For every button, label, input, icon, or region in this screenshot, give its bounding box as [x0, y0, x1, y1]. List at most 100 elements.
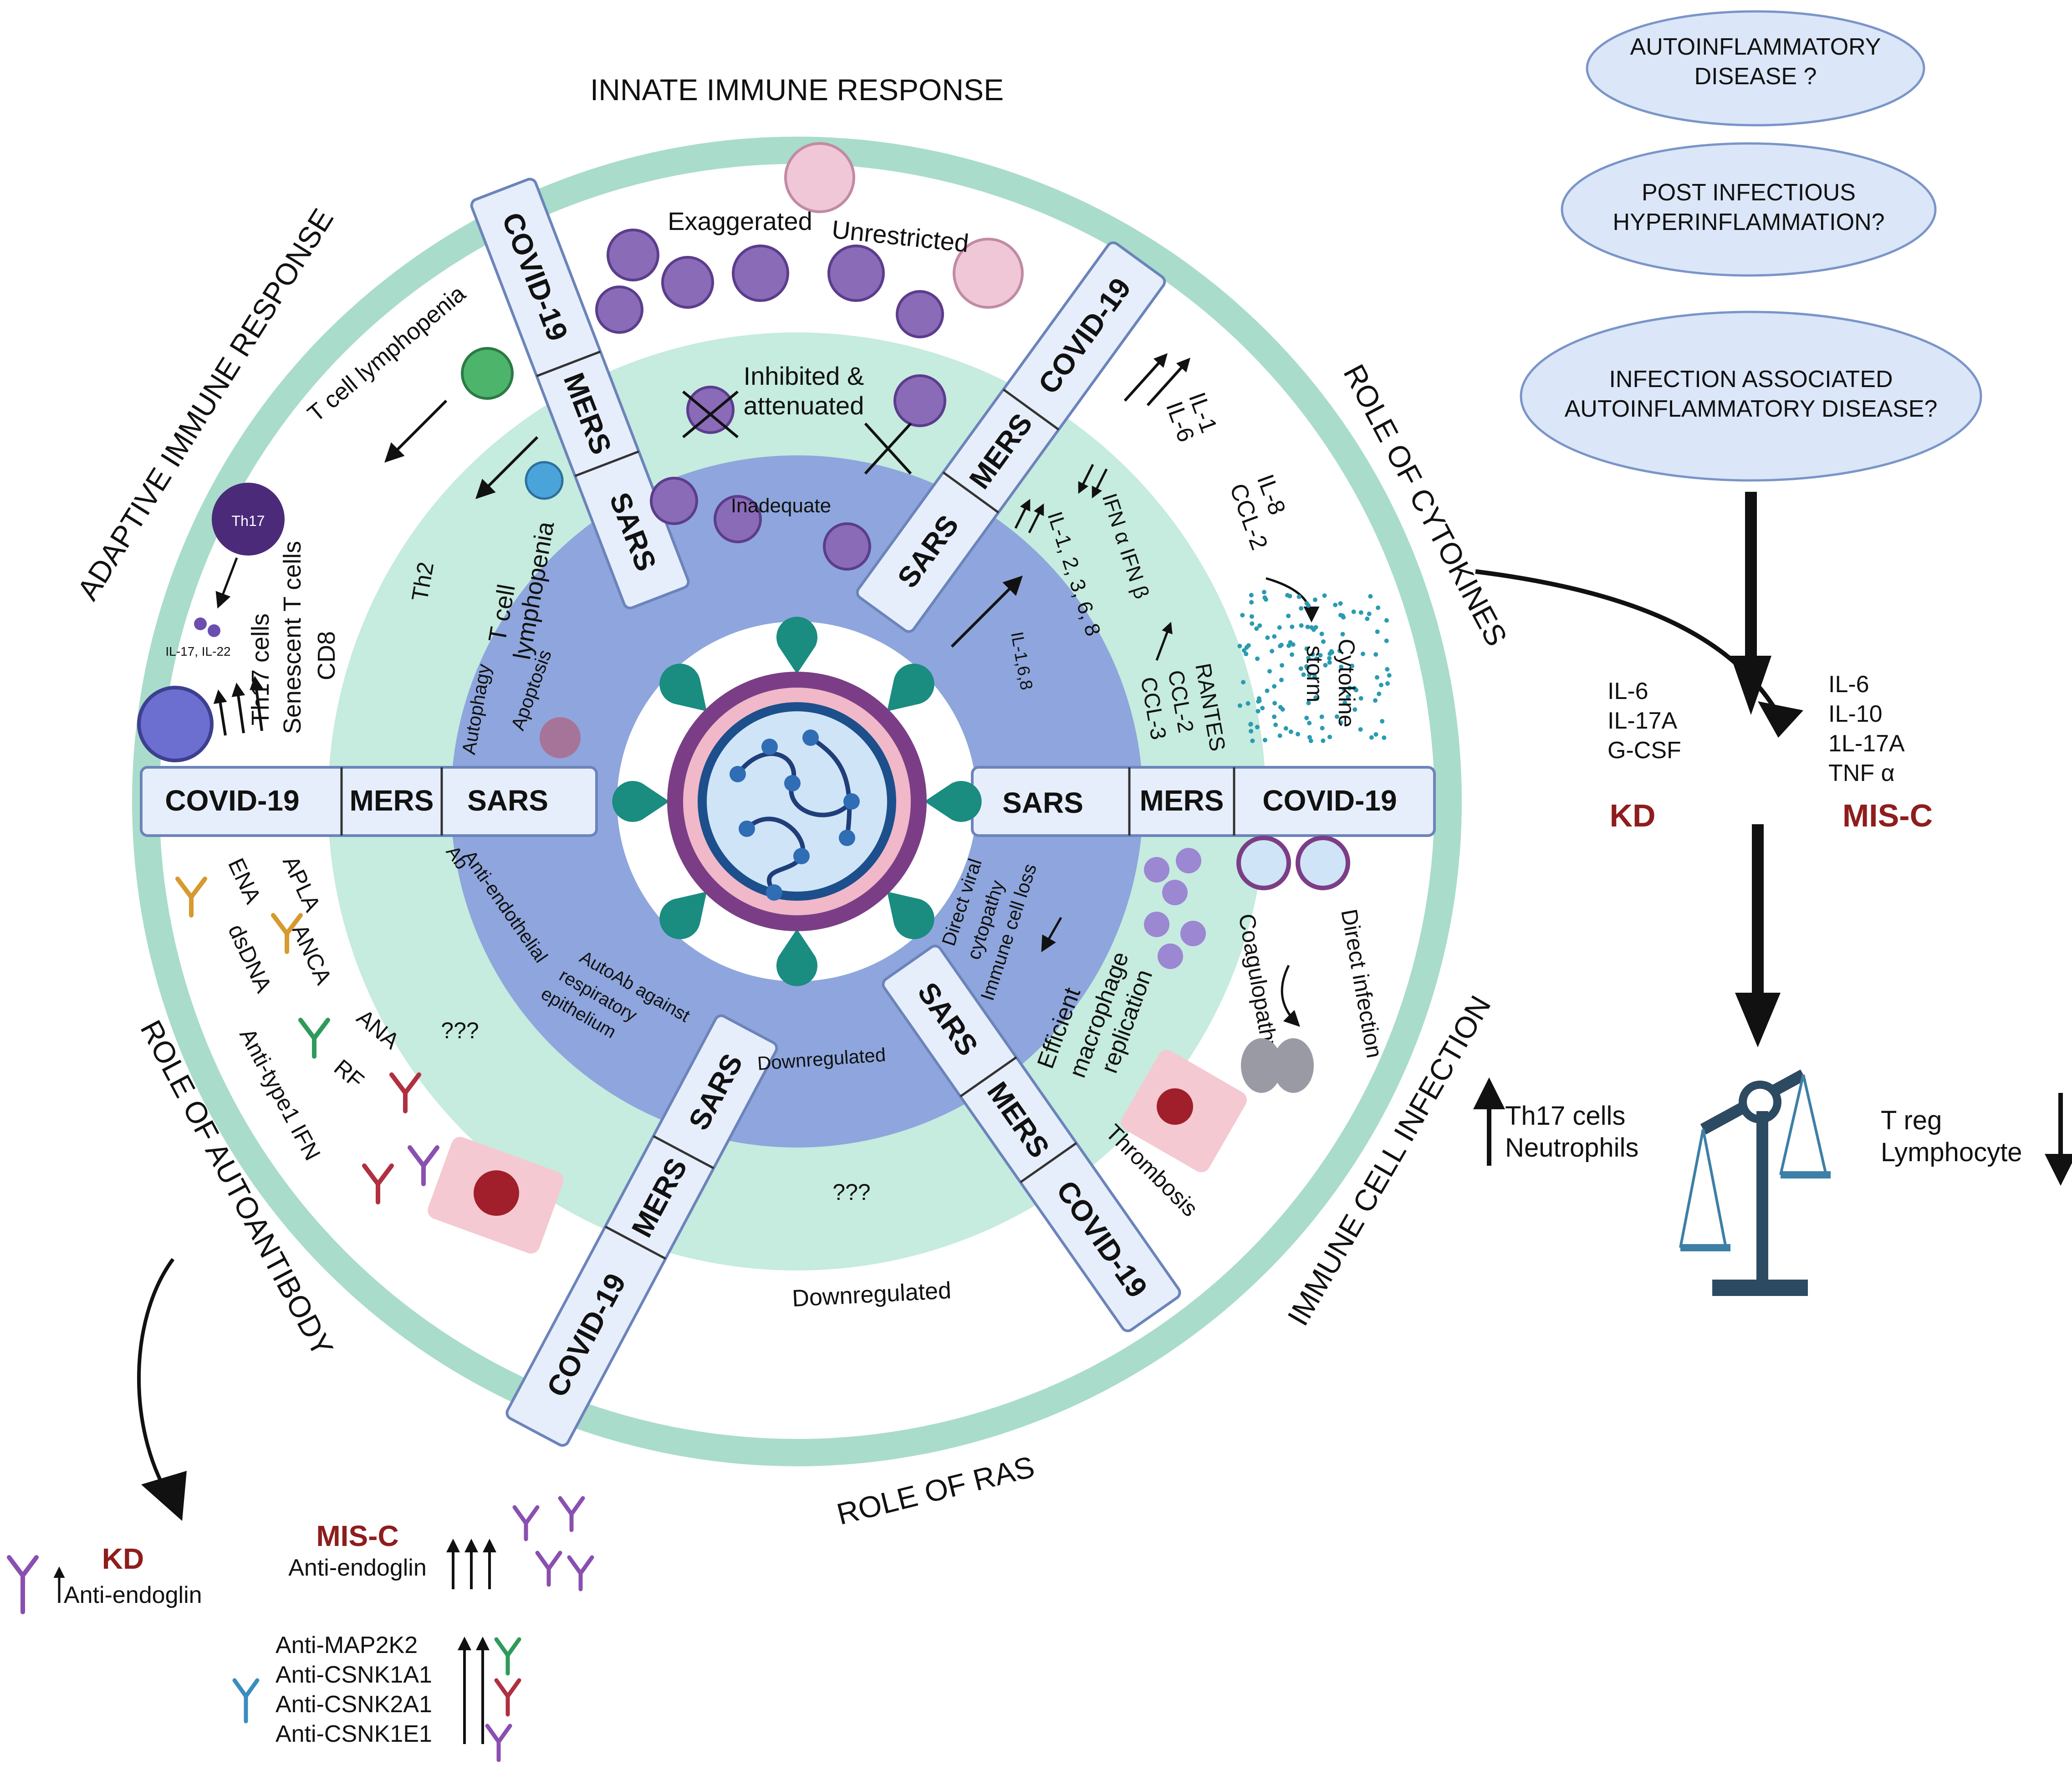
ras-mers: ??? [832, 1179, 870, 1205]
virus-icon [612, 617, 982, 986]
spoke-label-mers: MERS [350, 784, 434, 817]
arrow-head-icon [141, 1471, 187, 1521]
up-arrows-icon [1014, 499, 1044, 534]
innate-mers-line1: Inhibited & [744, 362, 864, 390]
t-cell-icon [525, 461, 564, 500]
balance-right-1: T reg [1881, 1106, 1942, 1135]
antibody-icon [232, 1678, 260, 1724]
misc-cytokine-1: IL-6 [1828, 671, 1869, 698]
arrow-icon [475, 436, 539, 499]
th17-badge: Th17 [232, 513, 265, 529]
innate-covid-exaggerated: Exaggerated [668, 207, 812, 235]
up-arrows-icon [458, 1637, 490, 1744]
question-autoinflammatory [1586, 10, 1925, 127]
antibody-stack-icon [485, 1637, 521, 1762]
kd-cytokine-2: IL-17A [1608, 708, 1678, 734]
bottom-anti-1: Anti-MAP2K2 [276, 1632, 418, 1658]
clot-icon [1157, 1088, 1193, 1125]
q3-line1: INFECTION ASSOCIATED [1609, 366, 1893, 393]
kd-cytokine-3: G-CSF [1608, 737, 1681, 764]
bottom-anti-2: Anti-CSNK1A1 [276, 1662, 432, 1688]
arrow-head-icon [1735, 993, 1781, 1047]
up-arrows-icon [446, 1539, 496, 1589]
cytokine-storm-line2: storm [1302, 646, 1327, 703]
spoke-lower-left: SARS MERS COVID-19 [505, 1014, 778, 1447]
curved-arrow [1475, 569, 1778, 712]
antibody-icon [175, 877, 439, 1204]
arrow-icon [950, 576, 1023, 648]
arrow-icon [1281, 964, 1300, 1027]
adaptive-covid-cd8: CD8 [313, 631, 340, 680]
misc-cytokine-4: TNF α [1828, 760, 1895, 786]
spoke-label-covid: COVID-19 [165, 784, 299, 817]
cytokine-storm-line1: Cytokine [1334, 639, 1359, 728]
bottom-anti-3: Anti-CSNK2A1 [276, 1691, 432, 1718]
bottom-misc-label: MIS-C [316, 1520, 398, 1552]
th17-cell-icon [212, 483, 285, 556]
curved-arrow [137, 1258, 175, 1504]
spoke-upper-left: COVID-19 MERS SARS [470, 178, 690, 610]
q3-line2: AUTOINFLAMMATORY DISEASE? [1565, 396, 1938, 422]
balance-left-2: Neutrophils [1505, 1133, 1638, 1163]
innate-mers-line2: attenuated [744, 391, 864, 420]
lung-icon [1241, 1038, 1314, 1093]
virus-small-icon [1236, 836, 1291, 890]
question-post-infectious [1561, 142, 1937, 277]
misc-cytokine-3: 1L-17A [1828, 730, 1905, 757]
kd-label: KD [1609, 798, 1655, 833]
virus-small-icon [1296, 836, 1350, 890]
cytokine-dot-icon [208, 624, 220, 637]
arrow-head-icon [1758, 701, 1803, 738]
arrow-icon [215, 557, 238, 609]
balance-scale-icon [1679, 1069, 1831, 1296]
kd-cytokine-1: IL-6 [1608, 678, 1648, 704]
misc-label: MIS-C [1842, 798, 1933, 833]
bottom-misc-endoglin: Anti-endoglin [288, 1555, 427, 1581]
innate-sector: Exaggerated Unrestricted Inhibited & att… [595, 142, 1024, 571]
adaptive-covid-th17: Th17 cells [247, 613, 274, 725]
adaptive-covid-senescent: Senescent T cells [279, 541, 306, 734]
arrow-icon [1155, 622, 1173, 661]
spoke-label-covid: COVID-19 [1262, 784, 1397, 817]
spoke-left: COVID-19 MERS SARS [140, 766, 598, 837]
spoke-label-mers: MERS [1140, 784, 1224, 817]
title-innate-immune-response: INNATE IMMUNE RESPONSE [590, 73, 1004, 107]
q1-line1: AUTOINFLAMMATORY [1630, 34, 1881, 60]
neutrophil-icon [953, 238, 1024, 309]
misc-cytokine-2: IL-10 [1828, 701, 1883, 727]
inhibited-cross-icon [682, 390, 912, 475]
cd8-cell-icon [137, 686, 214, 762]
apoptotic-cell-icon [540, 717, 581, 758]
up-arrows-icon [1123, 353, 1191, 407]
bottom-kd-label: KD [102, 1542, 144, 1575]
q1-line2: DISEASE ? [1694, 63, 1817, 90]
q2-line1: POST INFECTIOUS [1642, 179, 1856, 206]
cytokine-storm-icon [1237, 590, 1392, 743]
q2-line2: HYPERINFLAMMATION? [1613, 209, 1884, 235]
innate-cells-icon [595, 229, 946, 571]
down-arrows-icon [1078, 464, 1108, 499]
right-panel: AUTOINFLAMMATORY DISEASE ? POST INFECTIO… [1473, 10, 2072, 1296]
antibody-icon [7, 1555, 39, 1614]
macrophage-icon [1144, 848, 1206, 969]
up-arrows-icon [213, 676, 263, 736]
antibody-cluster-icon [512, 1496, 594, 1592]
bottom-panel: KD Anti-endoglin MIS-C Anti-endoglin Ant… [7, 1258, 594, 1762]
cytokine-dot-icon [194, 617, 207, 630]
innate-sars-inadequate: Inadequate [731, 495, 831, 517]
neutrophil-icon [784, 142, 855, 213]
clot-icon [474, 1170, 519, 1216]
t-cell-icon [461, 347, 514, 400]
arrow-icon [1041, 917, 1062, 953]
adaptive-il-note: IL-17, IL-22 [165, 644, 230, 658]
question-infection-associated [1520, 311, 1982, 482]
arrow-icon [384, 399, 448, 463]
autoab-mers: ??? [441, 1018, 479, 1043]
spoke-label-sars: SARS [1002, 786, 1083, 819]
balance-left-1: Th17 cells [1505, 1101, 1625, 1131]
spoke-label-sars: SARS [467, 784, 548, 817]
bottom-anti-4: Anti-CSNK1E1 [276, 1721, 432, 1747]
balance-right-2: Lymphocyte [1881, 1138, 2022, 1167]
spoke-right: SARS MERS COVID-19 [971, 766, 1436, 837]
